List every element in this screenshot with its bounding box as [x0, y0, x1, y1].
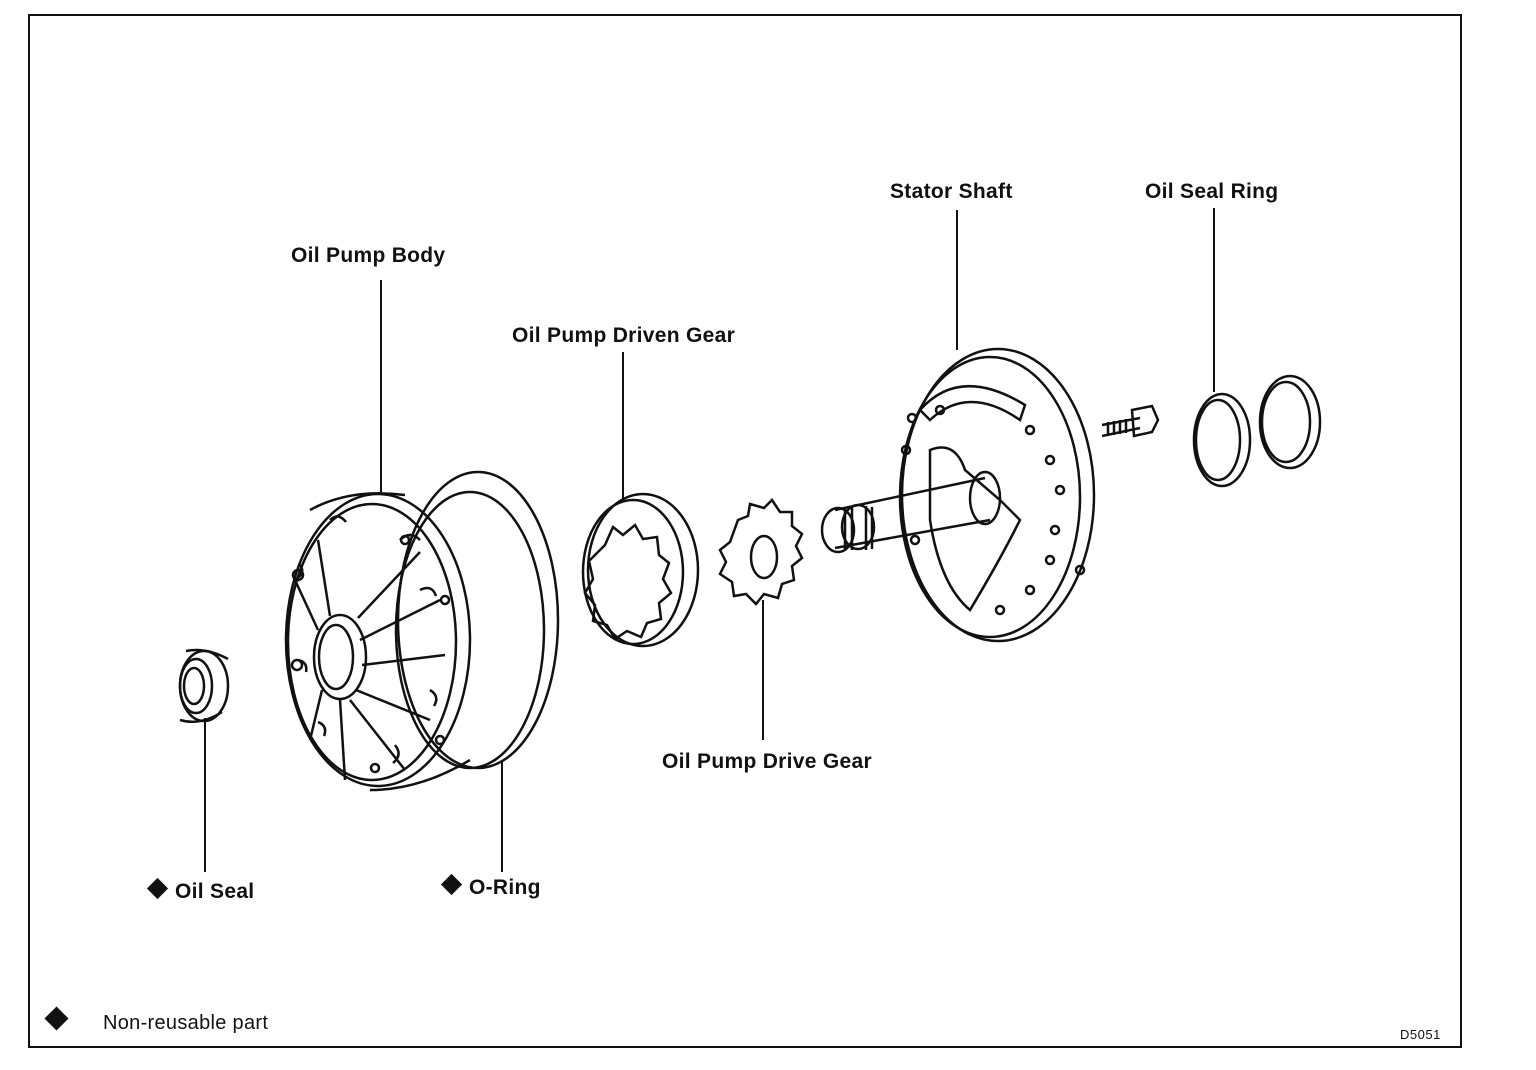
o-ring-drawing [396, 470, 560, 770]
label-oil-pump-driven-gear: Oil Pump Driven Gear [512, 324, 736, 347]
label-oil-pump-body: Oil Pump Body [291, 244, 446, 267]
stator-shaft-drawing [820, 347, 1096, 643]
legend-text: Non-reusable part [103, 1012, 269, 1034]
oil-pump-driven-gear-drawing [581, 492, 700, 648]
non-reusable-diamond-icon [440, 873, 463, 896]
label-oil-pump-drive-gear: Oil Pump Drive Gear [662, 750, 872, 773]
leader-lines [204, 208, 1215, 872]
oil-pump-drive-gear-drawing [718, 498, 804, 606]
figure-code: D5051 [1400, 1027, 1441, 1042]
legend: Non-reusable part [44, 1006, 269, 1035]
figure-frame [28, 14, 1462, 1048]
oil-seal-ring-drawing [1192, 374, 1322, 488]
label-oil-seal: Oil Seal [146, 877, 254, 904]
label-stator-shaft: Stator Shaft [890, 180, 1013, 203]
non-reusable-diamond-icon [146, 877, 169, 900]
bolt-drawing [1101, 404, 1160, 438]
oil-seal-drawing [178, 648, 230, 723]
label-oil-seal-ring: Oil Seal Ring [1145, 180, 1279, 203]
oil-pump-body-drawing [284, 470, 560, 792]
label-o-ring: O-Ring [440, 873, 541, 900]
